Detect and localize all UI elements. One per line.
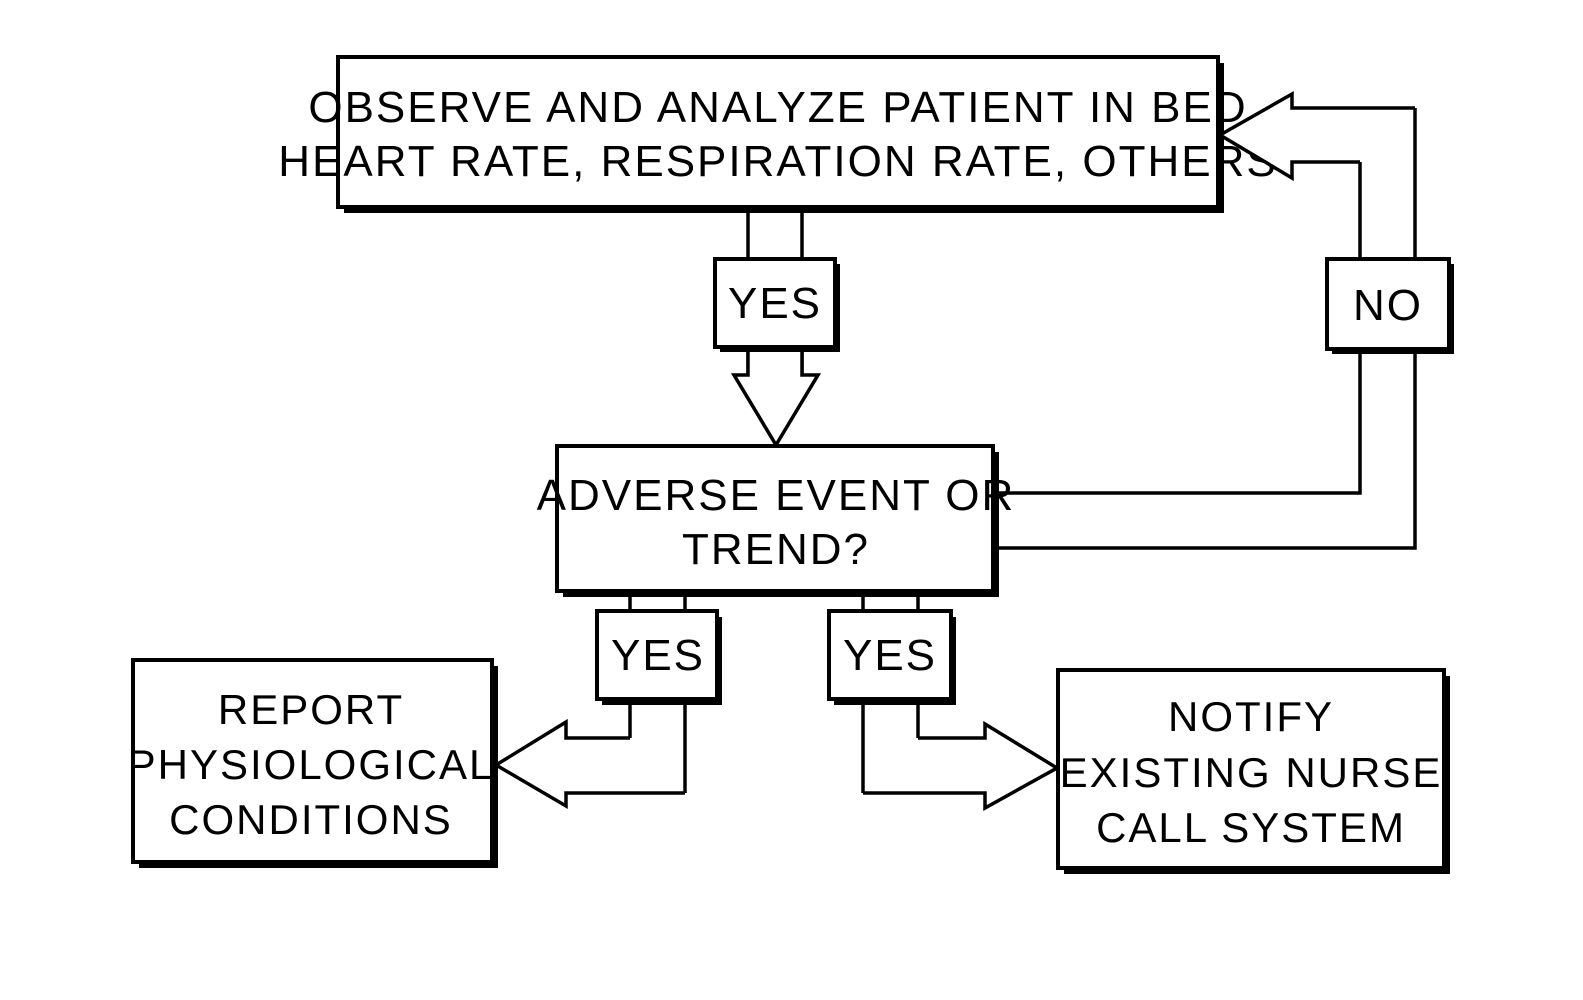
observe-to-decision-connector: YES [715,207,840,445]
decision-to-observe-label: NO [1353,281,1423,330]
observe-node: OBSERVE AND ANALYZE PATIENT IN BED HEART… [278,57,1277,213]
decision-to-notify-label: YES [843,631,937,680]
left-arrow-to-report [496,722,685,806]
decision-node-line2: TREND? [682,525,870,574]
report-node: REPORT PHYSIOLOGICAL CONDITIONS [128,660,498,868]
observe-node-line2: HEART RATE, RESPIRATION RATE, OTHERS [278,137,1277,186]
report-node-line1: REPORT [218,686,404,733]
report-node-line3: CONDITIONS [169,796,453,843]
notify-node-line2: EXISTING NURSE [1060,749,1443,796]
decision-node-line1: ADVERSE EVENT OR [537,471,1016,520]
decision-to-notify-connector: YES [829,591,1057,808]
notify-node-line3: CALL SYSTEM [1096,804,1406,851]
report-node-line2: PHYSIOLOGICAL [128,741,495,788]
decision-node: ADVERSE EVENT OR TREND? [537,446,1016,597]
notify-node-line1: NOTIFY [1168,693,1334,740]
down-arrow [734,345,818,445]
decision-to-report-label: YES [611,631,705,680]
observe-to-decision-label: YES [728,279,822,328]
right-arrow-to-notify [863,724,1057,808]
observe-node-line1: OBSERVE AND ANALYZE PATIENT IN BED [308,83,1247,132]
decision-to-report-connector: YES [496,591,722,806]
notify-node: NOTIFY EXISTING NURSE CALL SYSTEM [1058,670,1450,874]
